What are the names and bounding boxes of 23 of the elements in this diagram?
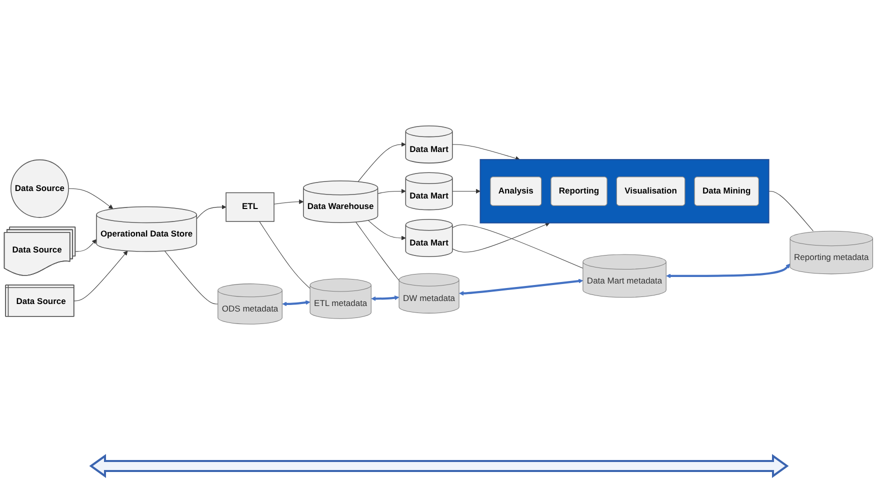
arrow xyxy=(452,144,520,161)
arrow xyxy=(274,199,304,204)
connector xyxy=(259,221,310,289)
arrow xyxy=(452,222,550,252)
arrow xyxy=(459,278,584,296)
arrow xyxy=(371,296,400,301)
arrow xyxy=(68,188,114,210)
arrow xyxy=(666,264,790,278)
connector xyxy=(164,250,218,304)
connector xyxy=(452,224,584,269)
node-circle: Data Source xyxy=(10,159,69,218)
arrow xyxy=(74,250,128,302)
connector xyxy=(768,190,814,232)
arrow xyxy=(282,300,310,306)
arrow xyxy=(196,204,226,220)
cluster xyxy=(480,159,770,224)
arrow xyxy=(368,220,406,240)
connector xyxy=(356,222,400,281)
arrow xyxy=(358,142,406,182)
arrow xyxy=(75,239,97,252)
arrow xyxy=(378,188,406,194)
arrow xyxy=(452,188,480,194)
node-box: ETL xyxy=(226,192,274,222)
